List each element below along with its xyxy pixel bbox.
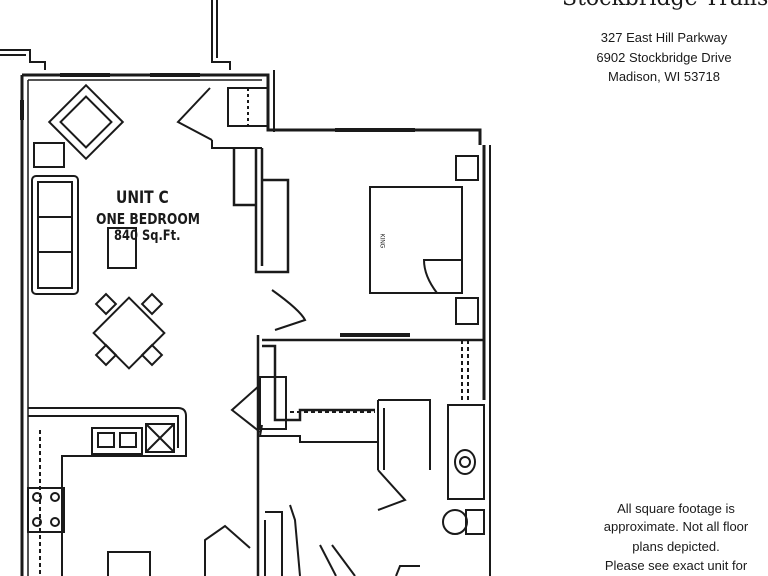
disclaimer-line-3: plans depicted.: [632, 539, 720, 554]
entry-closet: [176, 87, 269, 149]
property-title: Stockbridge Trails: [562, 0, 768, 11]
bedroom-walls: [232, 148, 484, 576]
disclaimer-line-1: All square footage is: [617, 501, 735, 516]
floor-plan: [0, 0, 491, 576]
windows: [20, 73, 415, 132]
dining-table: [92, 292, 166, 370]
kitchen-counter: [28, 407, 187, 576]
bathroom: [377, 399, 485, 576]
bed-label: KING: [378, 233, 385, 249]
nightstand: [455, 155, 479, 181]
side-table: [33, 142, 65, 168]
armchair: [47, 83, 125, 161]
balcony-railing: [0, 0, 231, 70]
unit-area: 840 Sq.Ft.: [114, 228, 181, 244]
address-line-3: Madison, WI 53718: [607, 69, 720, 84]
disclaimer-line-4: Please see exact unit for: [604, 558, 748, 573]
bedroom-door: [271, 289, 307, 331]
king-bed: [369, 186, 463, 294]
disclaimer-line-2: approximate. Not all floor: [603, 519, 749, 534]
sofa: [31, 175, 79, 295]
coffee-table: [107, 227, 137, 269]
utility-closet: [107, 504, 356, 576]
address-line-1: 327 East Hill Parkway: [600, 30, 728, 45]
nightstand: [455, 297, 479, 325]
range: [27, 487, 65, 533]
address-line-2: 6902 Stockbridge Drive: [596, 50, 732, 65]
unit-type: ONE BEDROOM: [96, 210, 201, 228]
unit-name: UNIT C: [116, 188, 169, 208]
hall-closet: [230, 376, 379, 470]
exterior-walls: [20, 70, 491, 576]
